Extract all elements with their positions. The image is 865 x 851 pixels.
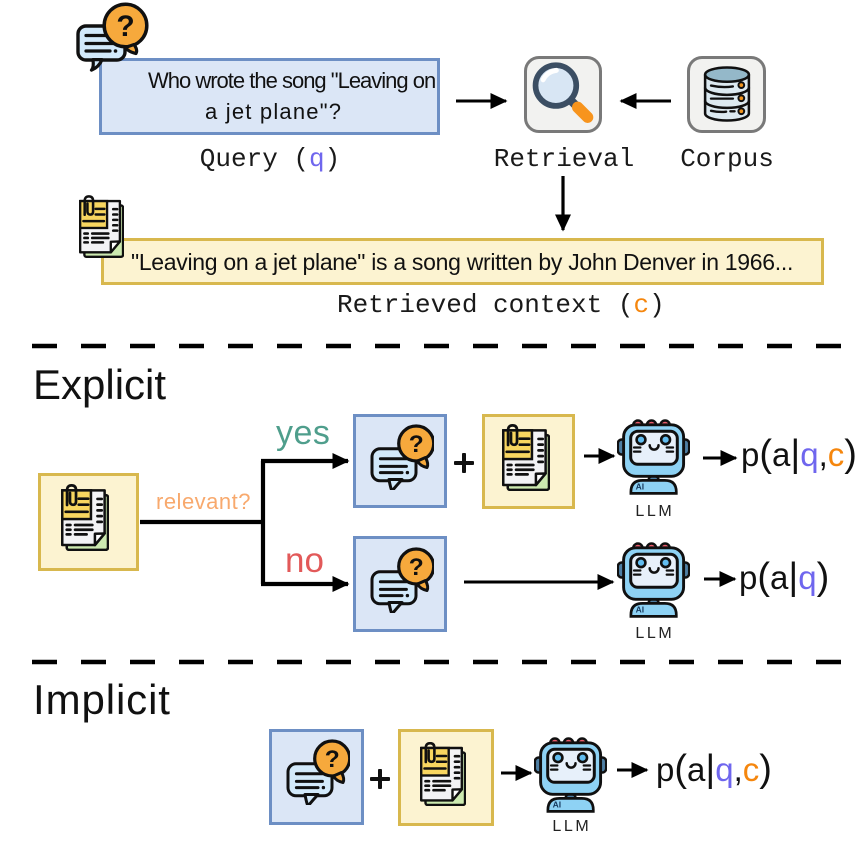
svg-text:?: ? (116, 10, 134, 43)
